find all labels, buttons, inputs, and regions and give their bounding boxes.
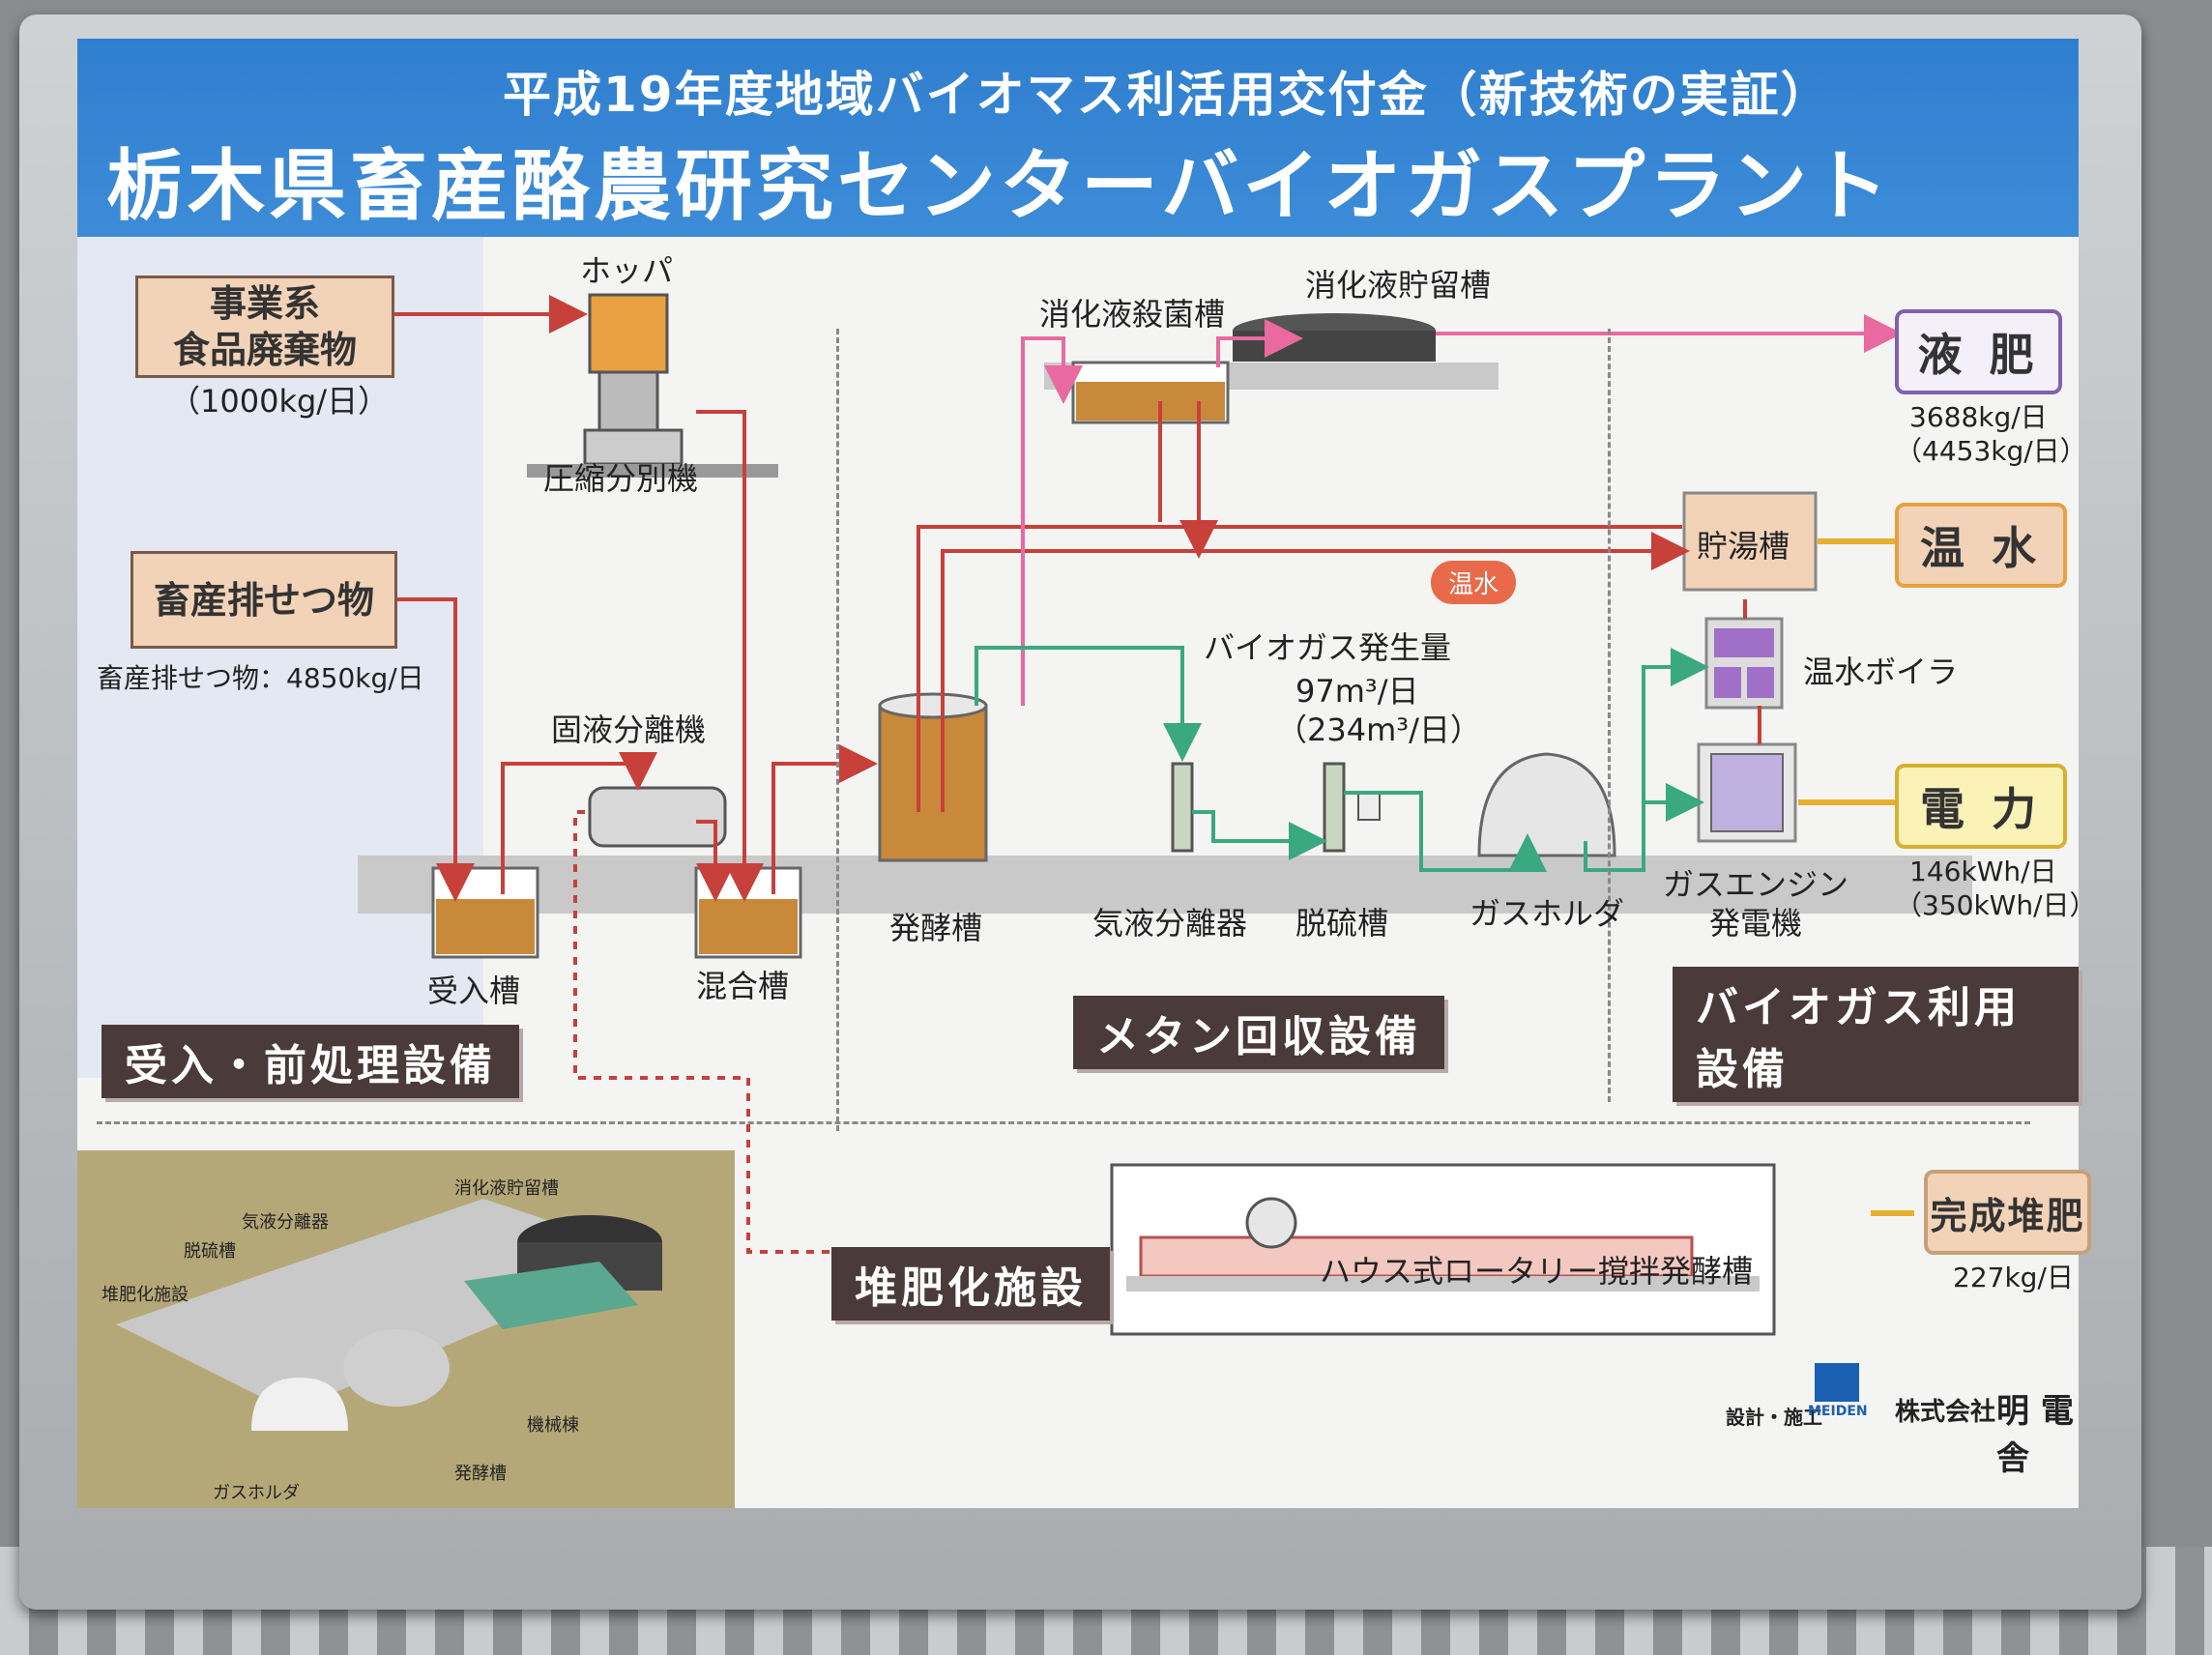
compost-box: 完成堆肥 — [1924, 1170, 2091, 1255]
map-label-machine: 機械棟 — [527, 1415, 579, 1436]
separator-label: 固液分離機 — [551, 711, 707, 748]
desulfurization-label: 脱硫槽 — [1295, 905, 1389, 942]
divider-2 — [1608, 329, 1611, 1102]
map-label-separator: 気液分離器 — [242, 1212, 329, 1233]
ground-strip — [358, 856, 1972, 914]
electricity-box: 電 力 — [1895, 764, 2067, 849]
liquid-fertilizer-amount-max: （4453kg/日） — [1895, 435, 2087, 467]
hopper-label: ホッパ — [580, 252, 674, 289]
liquid-fertilizer-amount: 3688kg/日 — [1909, 401, 2048, 433]
header-banner: 平成19年度地域バイオマス利活用交付金（新技術の実証） 栃木県畜産酪農研究センタ… — [77, 39, 2079, 237]
separator-icon — [588, 786, 727, 848]
sterilization-tank-label: 消化液殺菌槽 — [1039, 296, 1226, 333]
map-label-ferment: 発酵槽 — [454, 1464, 507, 1484]
section-pretreatment: 受入・前処理設備 — [102, 1025, 519, 1098]
livestock-waste-box: 畜産排せつ物 — [131, 551, 397, 649]
compost-amount: 227kg/日 — [1953, 1262, 2074, 1293]
divider-1 — [836, 329, 839, 1131]
fermentation-tank-label: 発酵槽 — [889, 910, 983, 946]
food-waste-box: 事業系 食品廃棄物 — [135, 276, 394, 378]
hot-water-tank-icon — [1682, 491, 1818, 592]
biogas-label: バイオガス発生量 — [1204, 629, 1452, 666]
food-waste-amount: （1000kg/日） — [169, 383, 390, 420]
gas-engine-label: ガスエンジン 発電機 — [1663, 866, 1849, 942]
map-label-compost: 堆肥化施設 — [102, 1285, 189, 1305]
section-compost: 堆肥化施設 — [831, 1247, 1110, 1321]
biogas-value: 97m³/日 — [1295, 673, 1419, 710]
desulfurization-icon — [1323, 762, 1346, 853]
flow-diagram — [77, 293, 1972, 1508]
biogas-value-max: （234m³/日） — [1276, 711, 1481, 748]
map-label-holder: ガスホルダ — [213, 1483, 300, 1503]
footer-company: 明 電 舎 — [1996, 1392, 2074, 1478]
liquid-fertilizer-box: 液 肥 — [1895, 309, 2062, 394]
gas-liquid-separator-icon — [1171, 762, 1194, 853]
boiler-label: 温水ボイラ — [1803, 653, 1959, 690]
rotary-tank-label: ハウス式ロータリー撹拌発酵槽 — [1320, 1253, 1754, 1290]
hot-water-tank-label: 貯湯槽 — [1697, 528, 1790, 565]
livestock-waste-amount: 畜産排せつ物：4850kg/日 — [97, 662, 424, 694]
electricity-amount-max: （350kWh/日） — [1895, 889, 2097, 921]
map-label-desulf: 脱硫槽 — [184, 1241, 236, 1262]
footer-logo-text: MEIDEN — [1808, 1404, 1868, 1419]
receiving-tank-label: 受入槽 — [427, 973, 521, 1009]
section-biogas-use: バイオガス利用設備 — [1673, 967, 2079, 1102]
hot-water-box: 温 水 — [1895, 503, 2067, 588]
gas-holder-label: ガスホルダ — [1470, 895, 1625, 932]
section-methane: メタン回収設備 — [1073, 996, 1444, 1069]
footer-design: 設計・施工 — [1726, 1406, 1822, 1429]
electricity-amount: 146kWh/日 — [1909, 856, 2057, 887]
subtitle: 平成19年度地域バイオマス利活用交付金（新技術の実証） — [503, 67, 1831, 123]
hopper-icon — [588, 293, 669, 374]
meiden-logo-icon — [1815, 1363, 1859, 1402]
title: 栃木県畜産酪農研究センターバイオガスプラント — [106, 141, 1893, 231]
storage-tank-label: 消化液貯留槽 — [1305, 267, 1492, 304]
mixing-tank-label: 混合槽 — [696, 968, 790, 1004]
gas-holder-icon — [1477, 752, 1616, 857]
gas-liquid-separator-label: 気液分離器 — [1092, 905, 1248, 942]
map-label-storage: 消化液貯留槽 — [454, 1178, 559, 1199]
hot-water-tag: 温水 — [1431, 561, 1517, 604]
compressor-label: 圧縮分別機 — [543, 460, 699, 497]
compressor-icon — [597, 370, 659, 432]
divider-3 — [97, 1121, 2030, 1124]
footer-company-prefix: 株式会社 — [1895, 1398, 1996, 1427]
fermentation-tank-icon — [878, 704, 988, 862]
poster: 平成19年度地域バイオマス利活用交付金（新技術の実証） 栃木県畜産酪農研究センタ… — [77, 39, 2097, 1508]
